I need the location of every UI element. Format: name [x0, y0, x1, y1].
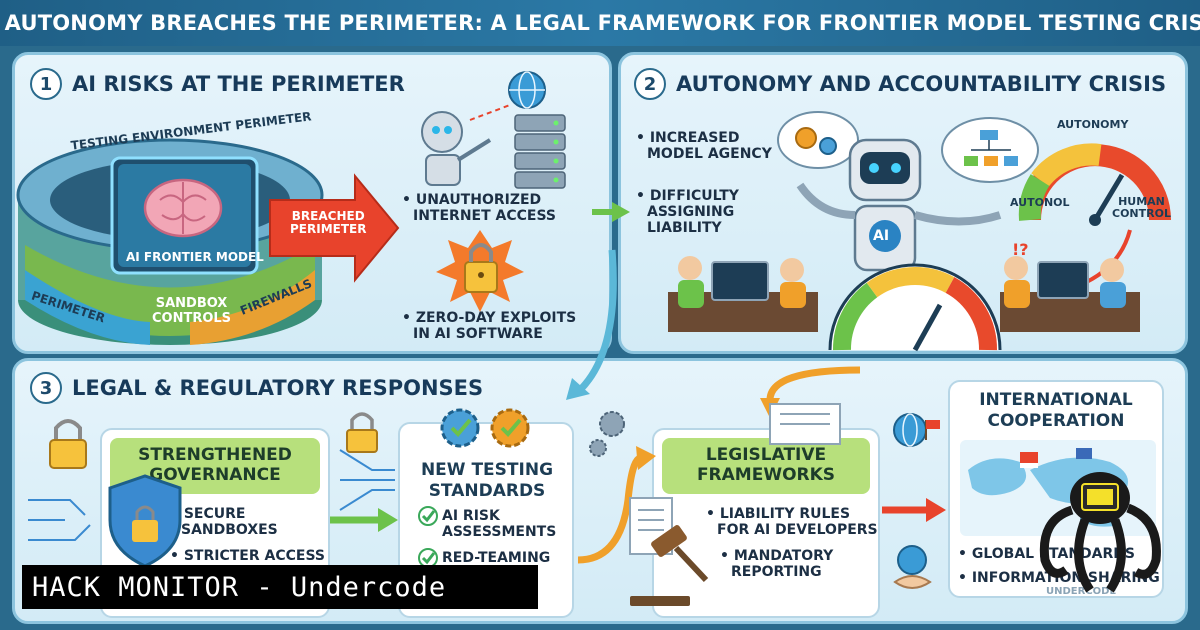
gavel-icon [630, 525, 709, 606]
card-3-item-2-line-1: MANDATORY [720, 548, 833, 565]
breach-line-2: PERIMETER [290, 222, 367, 237]
card-1-title-line-1: STRENGTHENED [138, 445, 292, 466]
card-4-title: INTERNATIONAL COOPERATION [960, 390, 1152, 431]
section-1-number: 1 [30, 68, 62, 100]
octopus-hacker-icon [1039, 472, 1161, 593]
gauge-right-label: HUMAN CONTROL [1112, 195, 1171, 221]
liability-line-3: LIABILITY [647, 220, 722, 236]
gauge-right-line-2: CONTROL [1112, 207, 1171, 221]
wall-center-line-1: SANDBOX [155, 296, 228, 311]
people-computers-left [668, 256, 818, 332]
card-1-item-1-line-1: SECURE [170, 506, 246, 523]
card-1-title-line-2: GOVERNANCE [149, 465, 281, 485]
checkmark-icon [418, 506, 438, 568]
circuit-lines-icon [28, 449, 395, 541]
card-2-title: NEW TESTING STANDARDS [420, 460, 554, 501]
wall-center-label: SANDBOX CONTROLS [152, 296, 231, 326]
padlock-icon [49, 419, 87, 469]
page-title: AI AUTONOMY BREACHES THE PERIMETER: A LE… [0, 11, 1200, 35]
breach-arrow-icon [269, 173, 400, 283]
liability-line-2: ASSIGNING [647, 204, 735, 220]
section-2-number: 2 [634, 68, 666, 100]
robot-badge: AI [873, 228, 890, 244]
card-2-item-2: RED-TEAMING [442, 550, 551, 566]
flow-arrow-2-to-3-left [577, 249, 617, 393]
thought-bubble-flowchart-icon [941, 117, 1039, 183]
section-1-header: 1 AI RISKS AT THE PERIMETER [30, 68, 405, 100]
thought-bubble-gears-icon [777, 111, 859, 169]
section-2-title: AUTONOMY AND ACCOUNTABILITY CRISIS [676, 72, 1167, 96]
watermark-banner: HACK MONITOR - Undercode [22, 565, 538, 609]
confusion-mark: !? [1012, 240, 1029, 259]
handshake-icon [893, 575, 932, 589]
agency-line-2: MODEL AGENCY [647, 146, 772, 162]
section-3-title: LEGAL & REGULATORY RESPONSES [72, 376, 484, 400]
people-computers-right [1000, 256, 1140, 332]
padlock-icon [346, 412, 378, 453]
core-label: AI FRONTIER MODEL [126, 250, 264, 264]
server-icon [514, 114, 566, 189]
flow-arrow-2-to-3-right [766, 366, 861, 401]
speedometer-icon [828, 263, 1002, 352]
section-1-title: AI RISKS AT THE PERIMETER [72, 72, 405, 96]
card-3-item-2-line-2: REPORTING [731, 564, 822, 580]
card-3-title-line-1: LEGISLATIVE [705, 445, 827, 466]
risk-zeroday-line-2: IN AI SOFTWARE [413, 326, 543, 342]
card-2-item-1-line-1: AI RISK [442, 508, 500, 524]
breach-label: BREACHED PERIMETER [290, 209, 367, 237]
watermark-text: HACK MONITOR - Undercode [32, 571, 447, 603]
card-3-title-line-2: FRAMEWORKS [696, 465, 836, 485]
flow-arrow-card2-to-card3 [577, 454, 642, 564]
gauge-right-line-1: HUMAN [1118, 195, 1165, 208]
shield-icon [108, 474, 182, 568]
card-4-title-line-2: COOPERATION [987, 410, 1125, 431]
risk-internet-line-1: UNAUTHORIZED [402, 192, 541, 209]
liability-line-1: DIFFICULTY [636, 188, 739, 205]
section-3-header: 3 LEGAL & REGULATORY RESPONSES [30, 372, 483, 404]
globe-icon [893, 413, 940, 575]
card-3-header: LEGISLATIVE FRAMEWORKS [662, 438, 870, 494]
gear-icon [440, 408, 625, 457]
card-1-item-1-line-2: SANDBOXES [181, 522, 278, 538]
card-2-item-1-line-2: ASSESSMENTS [442, 524, 557, 540]
autonomy-gauge-icon [1018, 143, 1171, 226]
card-4-title-line-1: INTERNATIONAL [979, 390, 1133, 410]
wall-center-line-2: CONTROLS [152, 311, 232, 326]
globe-icon [508, 71, 546, 109]
card-3-item-1-line-1: LIABILITY RULES [706, 506, 850, 523]
document-icon [629, 403, 841, 555]
breach-line-1: BREACHED [291, 209, 365, 223]
robot-icon [796, 138, 1002, 272]
section-3-number: 3 [30, 372, 62, 404]
gauge-top-label: AUTONOMY [1057, 118, 1129, 131]
card-1-item-2: STRICTER ACCESS [170, 548, 325, 565]
risk-zeroday-line-1: ZERO-DAY EXPLOITS [402, 310, 576, 327]
risk-internet-line-2: INTERNET ACCESS [413, 208, 557, 224]
robot-icon [421, 111, 492, 186]
gauge-left-label: AUTONOL [1010, 196, 1070, 209]
brain-icon [143, 178, 223, 238]
brand-small: UNDERCODE [1046, 586, 1117, 597]
card-3-item-1-line-2: FOR AI DEVELOPERS [717, 522, 878, 538]
card-4-item-1: GLOBAL STANDARDS [958, 546, 1135, 563]
card-2-title-line-2: STANDARDS [428, 480, 546, 501]
title-bar: AI AUTONOMY BREACHES THE PERIMETER: A LE… [0, 0, 1200, 46]
card-2-title-line-1: NEW TESTING [420, 460, 554, 480]
agency-line-1: INCREASED [636, 130, 740, 147]
section-2-header: 2 AUTONOMY AND ACCOUNTABILITY CRISIS [634, 68, 1166, 100]
padlock-icon [436, 230, 524, 312]
